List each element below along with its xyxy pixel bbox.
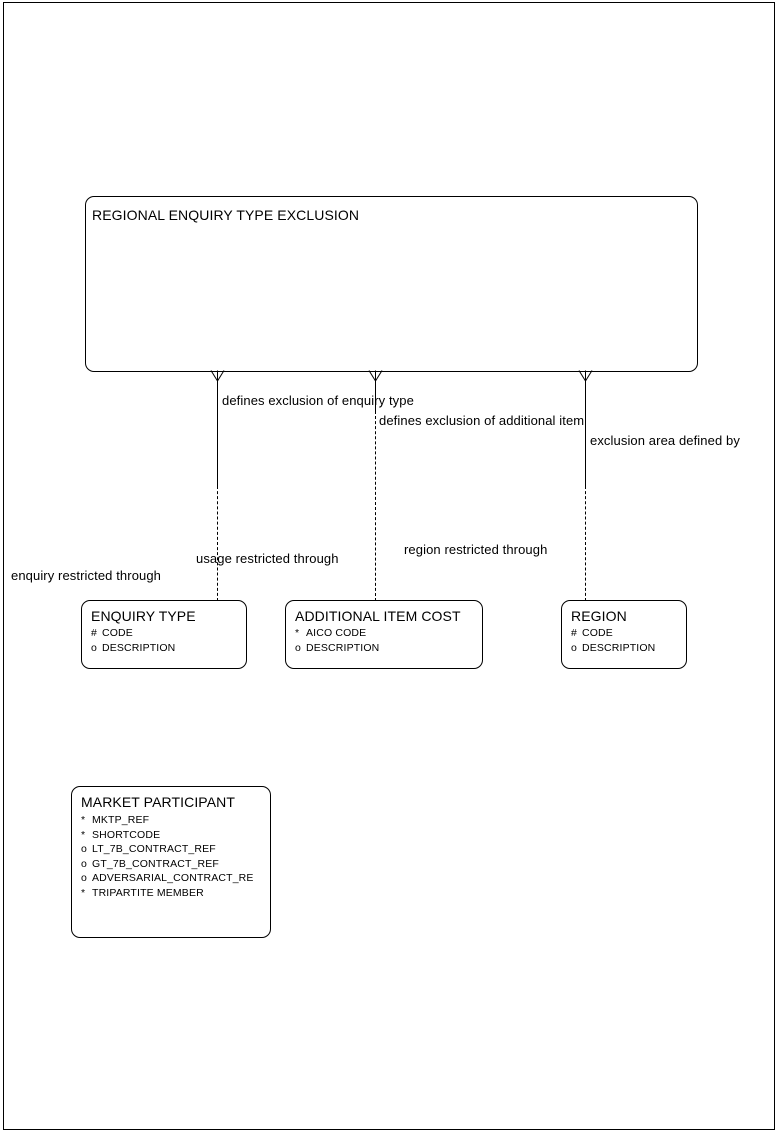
attribute-mark: o: [571, 641, 577, 654]
attribute-mark: o: [91, 641, 97, 654]
entity-region[interactable]: REGION # CODE o DESCRIPTION: [561, 600, 687, 669]
attribute-mark: *: [81, 886, 86, 899]
attribute-mark: *: [81, 828, 86, 841]
attribute-mark: *: [81, 814, 86, 826]
entity-market-participant[interactable]: MARKET PARTICIPANT * MKTP_REF * SHORTCODE …: [71, 786, 271, 938]
relationship-label-defines-exclusion-of-additional-item: defines exclusion of additional item: [379, 413, 585, 428]
connector-line-additional-item-cost-dashed: [375, 411, 376, 601]
attribute-row: * SHORTCODE: [81, 828, 254, 843]
entity-additional-item-cost[interactable]: ADDITIONAL ITEM COST * AICO CODE o DESCRIP…: [285, 600, 483, 669]
attribute-list-additional-item-cost: * AICO CODE o DESCRIPTION: [295, 626, 379, 655]
entity-regional-enquiry-type-exclusion[interactable]: REGIONAL ENQUIRY TYPE EXCLUSION: [85, 196, 698, 372]
attribute-row: # CODE: [91, 626, 175, 641]
connector-line-enquiry-type-solid: [217, 381, 218, 486]
attribute-mark: *: [295, 627, 300, 639]
attribute-label: CODE: [102, 627, 133, 639]
attribute-label: SHORTCODE: [92, 828, 161, 841]
connector-line-additional-item-cost-solid: [375, 381, 376, 411]
relationship-label-exclusion-area-defined-by: exclusion area defined by: [590, 433, 740, 448]
attribute-list-enquiry-type: # CODE o DESCRIPTION: [91, 626, 175, 655]
attribute-mark: o: [81, 857, 87, 870]
attribute-row: o ADVERSARIAL_CONTRACT_RE: [81, 871, 254, 886]
attribute-row: o DESCRIPTION: [295, 641, 379, 656]
entity-name-region: REGION: [571, 608, 627, 624]
attribute-mark: #: [571, 627, 577, 639]
attribute-row: * TRIPARTITE MEMBER: [81, 886, 254, 901]
relationship-label-enquiry-restricted-through: enquiry restricted through: [11, 568, 162, 583]
attribute-label: AICO CODE: [306, 627, 367, 639]
page-border: [3, 2, 775, 1130]
attribute-mark: #: [91, 627, 97, 639]
attribute-label: DESCRIPTION: [306, 641, 380, 654]
attribute-row: o DESCRIPTION: [91, 641, 175, 656]
relationship-label-defines-exclusion-of-enquiry-type: defines exclusion of enquiry type: [222, 393, 414, 408]
entity-name-regional-enquiry-type-exclusion: REGIONAL ENQUIRY TYPE EXCLUSION: [92, 207, 360, 223]
attribute-row: * AICO CODE: [295, 626, 379, 641]
entity-name-additional-item-cost: ADDITIONAL ITEM COST: [295, 608, 461, 624]
connector-line-enquiry-type-dashed: [217, 486, 218, 601]
attribute-row: o DESCRIPTION: [571, 641, 655, 656]
attribute-row: * MKTP_REF: [81, 813, 254, 828]
entity-enquiry-type[interactable]: ENQUIRY TYPE # CODE o DESCRIPTION: [81, 600, 247, 669]
attribute-row: o GT_7B_CONTRACT_REF: [81, 857, 254, 872]
attribute-mark: o: [81, 872, 87, 884]
attribute-label: ADVERSARIAL_CONTRACT_RE: [92, 872, 254, 884]
crowsfoot-icon-enquiry-type: [210, 370, 225, 383]
crowsfoot-icon-additional-item-cost: [368, 370, 383, 383]
attribute-label: DESCRIPTION: [582, 641, 656, 654]
relationship-label-region-restricted-through: region restricted through: [404, 542, 548, 557]
attribute-label: MKTP_REF: [92, 814, 150, 826]
entity-name-market-participant: MARKET PARTICIPANT: [81, 794, 236, 810]
attribute-list-market-participant: * MKTP_REF * SHORTCODE o LT_7B_CONTRACT_REF…: [81, 813, 254, 900]
connector-line-region-solid: [585, 381, 586, 486]
attribute-label: LT_7B_CONTRACT_REF: [92, 843, 216, 855]
attribute-label: DESCRIPTION: [102, 641, 176, 654]
attribute-row: o LT_7B_CONTRACT_REF: [81, 842, 254, 857]
entity-name-enquiry-type: ENQUIRY TYPE: [91, 608, 196, 624]
attribute-row: # CODE: [571, 626, 655, 641]
attribute-label: CODE: [582, 627, 613, 639]
relationship-label-usage-restricted-through: usage restricted through: [196, 551, 339, 566]
attribute-label: TRIPARTITE MEMBER: [92, 886, 204, 899]
attribute-list-region: # CODE o DESCRIPTION: [571, 626, 655, 655]
connector-line-region-dashed: [585, 486, 586, 601]
crowsfoot-icon-region: [578, 370, 593, 383]
attribute-mark: o: [81, 843, 87, 855]
attribute-mark: o: [295, 641, 301, 654]
attribute-label: GT_7B_CONTRACT_REF: [92, 857, 219, 870]
